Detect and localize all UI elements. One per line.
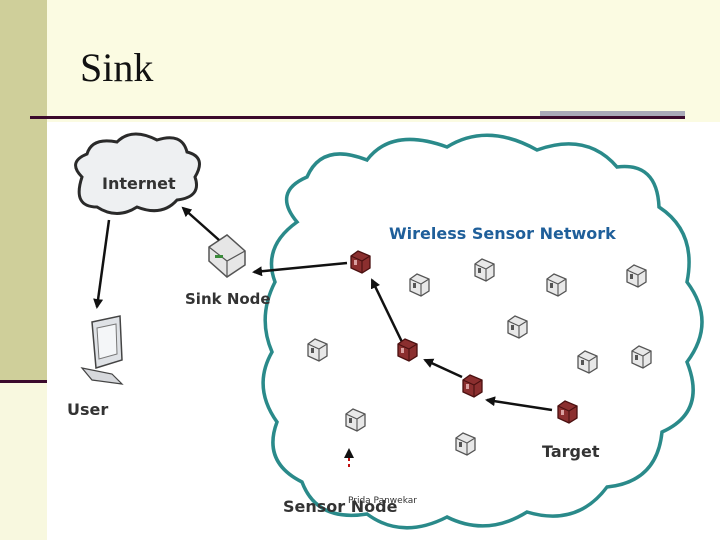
user-computer-icon [80, 315, 124, 385]
arrow-internet-to-user [93, 219, 111, 309]
active-sensor-node [350, 250, 371, 274]
left-sidebar-lower [0, 383, 47, 540]
sink-node-icon [208, 234, 246, 278]
sensor-node [546, 273, 567, 297]
sensor-node-label: Sensor Node [283, 497, 398, 516]
sensor-node [626, 264, 647, 288]
user-label: User [67, 400, 108, 419]
sensor-node [409, 273, 430, 297]
sensor-node [507, 315, 528, 339]
sink-node-label: Sink Node [185, 290, 271, 308]
active-sensor-node [397, 338, 418, 362]
wsn-label: Wireless Sensor Network [389, 224, 616, 243]
arrow-sink-to-internet [181, 206, 220, 241]
title-rule [30, 116, 685, 119]
sensor-node [577, 350, 598, 374]
footer-author: Prida Panwekar [348, 496, 417, 506]
sidebar-accent-line [0, 380, 47, 383]
target-node [557, 400, 578, 424]
sensor-node [631, 345, 652, 369]
slide-title: Sink [80, 45, 154, 90]
sensor-node [455, 432, 476, 456]
arrow-r2-to-r1 [370, 278, 404, 343]
arrow-cluster-to-sink [252, 261, 348, 277]
internet-cloud-icon [74, 132, 201, 215]
sensor-node [307, 338, 328, 362]
title-rule-accent [540, 111, 685, 119]
internet-label: Internet [102, 174, 176, 193]
arrow-r3-to-r2 [423, 358, 463, 379]
target-label: Target [542, 442, 600, 461]
sensor-node [474, 258, 495, 282]
active-sensor-node [462, 374, 483, 398]
sensor-node [345, 408, 366, 432]
arrow-target-to-r3 [485, 396, 553, 412]
wsn-cloud-icon [261, 133, 704, 530]
wsn-diagram: Internet Wireless Sensor Network Sink No… [47, 122, 720, 540]
